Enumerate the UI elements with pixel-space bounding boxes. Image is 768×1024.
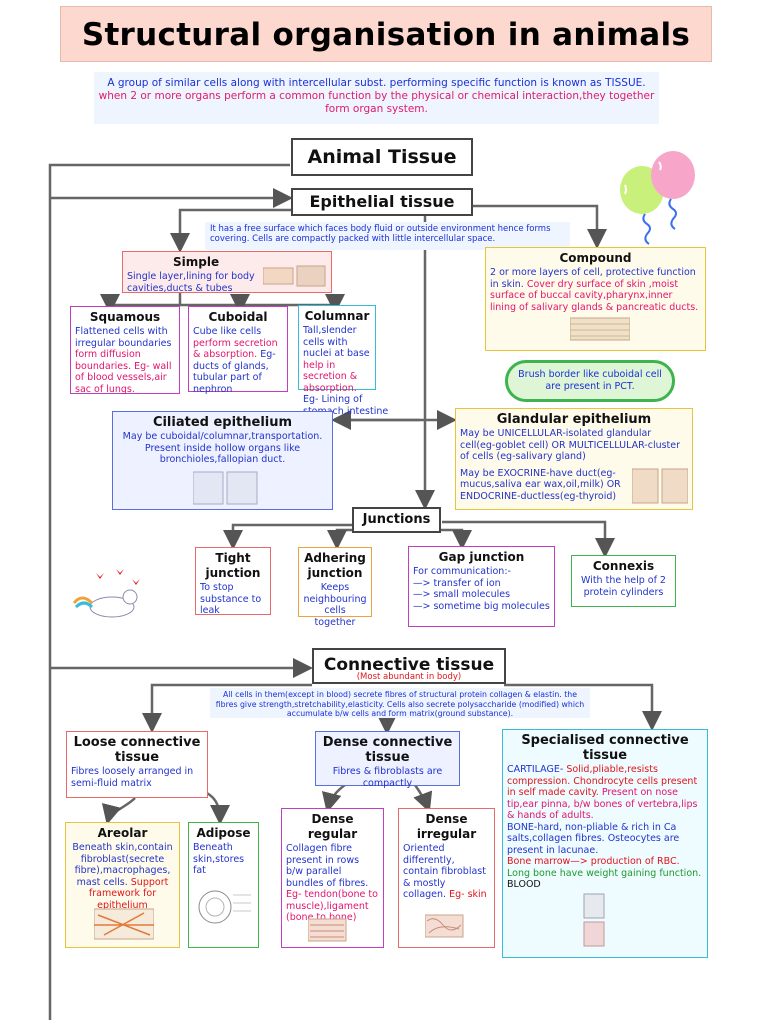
tight-junction-heading: Tight junction [200, 551, 266, 581]
columnar-text-1: Tall,slender cells with nuclei at base [303, 325, 370, 359]
long-bone-text: Long bone have weight gaining function. [507, 868, 701, 879]
junctions-heading: Junctions [352, 507, 441, 533]
dense-regular-text-1: Collagen fibre present in rows b/w paral… [286, 843, 368, 889]
connexis-text: With the help of 2 protein cylinders [581, 575, 666, 598]
dense-regular-box: Dense regular Collagen fibre present in … [281, 808, 384, 948]
connexis-heading: Connexis [576, 559, 671, 574]
tight-junction-text: To stop substance to leak [200, 582, 261, 616]
cartilage-label: CARTILAGE- [507, 764, 563, 775]
blood-label: BLOOD [507, 879, 703, 891]
squamous-text-2: form diffusion boundaries. Eg- wall of b… [75, 349, 171, 395]
definition-part-1: A group of similar cells along with inte… [107, 77, 645, 89]
compound-epithelium-image [570, 316, 630, 342]
loose-connective-text: Fibres loosely arranged in semi-fluid ma… [71, 766, 193, 789]
glandular-epithelium-box: Glandular epithelium May be UNICELLULAR-… [455, 408, 693, 510]
gap-junction-heading: Gap junction [413, 550, 550, 565]
glandular-text-1: May be UNICELLULAR-isolated glandular ce… [460, 428, 688, 463]
cuboidal-text-1: Cube like cells [193, 326, 261, 337]
connexis-box: Connexis With the help of 2 protein cyli… [571, 555, 676, 607]
dense-irregular-box: Dense irregular Oriented differently, co… [398, 808, 495, 948]
gap-junction-item: —> sometime big molecules [413, 601, 550, 613]
definition-part-2: when 2 or more organs perform a common f… [99, 90, 655, 115]
dense-irregular-heading: Dense irregular [403, 812, 490, 842]
bone-marrow-text: Bone marrow—> production of RBC. [507, 856, 680, 867]
simple-text: Single layer,lining for body cavities,du… [127, 271, 257, 294]
cartilage-bone-image [583, 892, 607, 948]
loose-connective-box: Loose connective tissue Fibres loosely a… [66, 731, 208, 798]
simple-epithelium-image [263, 264, 327, 288]
areolar-box: Areolar Beneath skin,contain fibroblast(… [65, 822, 180, 948]
page-title: Structural organisation in animals [60, 6, 712, 62]
squamous-box: Squamous Flattened cells with irregular … [70, 306, 180, 394]
connective-subtitle: (Most abundant in body) [312, 672, 506, 682]
areolar-heading: Areolar [70, 826, 175, 841]
adipose-tissue-image [195, 883, 253, 937]
tissue-definition: A group of similar cells along with inte… [94, 72, 659, 124]
squamous-heading: Squamous [75, 310, 175, 325]
areolar-tissue-image [94, 907, 154, 941]
dense-irregular-image [425, 913, 465, 939]
gap-junction-item: —> transfer of ion [413, 578, 550, 590]
gap-junction-item: —> small molecules [413, 589, 550, 601]
ciliated-epithelium-image [193, 470, 259, 506]
dense-connective-box: Dense connective tissue Fibres & fibrobl… [315, 731, 460, 786]
cuboidal-heading: Cuboidal [193, 310, 283, 325]
adipose-text: Beneath skin,stores fat [193, 842, 244, 876]
epithelial-tissue-heading: Epithelial tissue [291, 188, 473, 216]
glandular-text-2: May be EXOCRINE-have duct(eg-mucus,saliv… [460, 468, 628, 503]
dense-connective-heading: Dense connective tissue [320, 735, 455, 765]
dense-regular-heading: Dense regular [286, 812, 379, 842]
glandular-epithelium-image [632, 467, 688, 507]
cuboidal-box: Cuboidal Cube like cells perform secreti… [188, 306, 288, 392]
compound-heading: Compound [490, 251, 701, 266]
adipose-heading: Adipose [193, 826, 254, 841]
simple-epithelium-box: Simple Single layer,lining for body cavi… [122, 251, 332, 293]
balloons-illustration [615, 150, 705, 250]
gap-junction-intro: For communication:- [413, 566, 550, 578]
columnar-text-2: help in secretion & absorption. [303, 360, 357, 394]
squamous-text-1: Flattened cells with irregular boundarie… [75, 326, 171, 349]
specialised-connective-box: Specialised connective tissue CARTILAGE-… [502, 729, 708, 958]
adhering-junction-text: Keeps neighbouring cells together [303, 582, 366, 628]
bone-text: BONE-hard, non-pliable & rich in Ca salt… [507, 822, 703, 857]
columnar-heading: Columnar [303, 309, 371, 324]
dense-regular-image [308, 917, 348, 943]
gap-junction-box: Gap junction For communication:- —> tran… [408, 546, 555, 627]
specialised-connective-heading: Specialised connective tissue [507, 733, 703, 763]
epithelial-note: It has a free surface which faces body f… [205, 222, 570, 250]
tight-junction-box: Tight junction To stop substance to leak [195, 547, 271, 615]
dense-connective-text: Fibres & fibroblasts are compactly [333, 766, 442, 789]
compound-epithelium-box: Compound 2 or more layers of cell, prote… [485, 247, 706, 351]
brush-border-note: Brush border like cuboidal cell are pres… [505, 360, 675, 402]
ciliated-epithelium-box: Ciliated epithelium May be cuboidal/colu… [112, 411, 333, 510]
connective-note: All cells in them(except in blood) secre… [210, 688, 590, 718]
loose-connective-heading: Loose connective tissue [71, 735, 203, 765]
animal-tissue-heading: Animal Tissue [291, 138, 473, 176]
glandular-heading: Glandular epithelium [460, 412, 688, 427]
columnar-box: Columnar Tall,slender cells with nuclei … [298, 305, 376, 390]
ciliated-heading: Ciliated epithelium [117, 415, 328, 430]
ciliated-text: May be cuboidal/columnar,transportation.… [123, 431, 323, 465]
adhering-junction-heading: Adhering junction [303, 551, 367, 581]
dense-irregular-text-2: Eg- skin [449, 889, 487, 900]
adhering-junction-box: Adhering junction Keeps neighbouring cel… [298, 547, 372, 617]
adipose-box: Adipose Beneath skin,stores fat [188, 822, 259, 948]
unicorn-illustration [72, 565, 148, 625]
